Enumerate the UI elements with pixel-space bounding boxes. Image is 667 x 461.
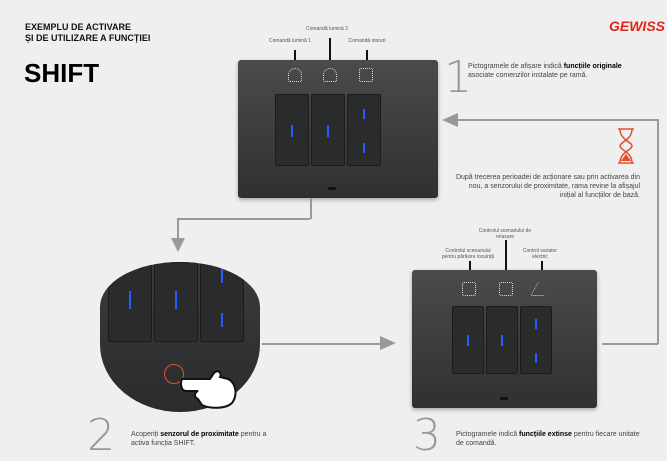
bulb-icon	[288, 68, 302, 82]
step-number-1: 1	[444, 52, 472, 103]
proximity-sensor	[328, 187, 336, 190]
label-blinds: Comandă storuri	[348, 38, 386, 44]
control-panel-original	[238, 60, 438, 198]
sensor-highlight	[164, 364, 184, 384]
label-dimmer: Control variator electric	[522, 248, 558, 260]
hand-icon	[180, 370, 237, 409]
proximity-sensor	[500, 397, 508, 400]
hourglass-icon	[618, 128, 634, 164]
control-panel-extended	[412, 270, 597, 408]
scene-leave-key[interactable]	[452, 306, 484, 374]
step1-description: Pictogramele de afișare indică funcțiile…	[468, 63, 622, 79]
label-relax: Controlul scenariului de relaxare	[478, 228, 532, 240]
relax-scene-icon	[499, 282, 513, 296]
step2-description: Acoperiți senzorul de proximitate pentru…	[131, 431, 267, 447]
arrow-right-icon	[380, 336, 396, 350]
dimmer-icon	[529, 282, 553, 296]
dimmer-key[interactable]	[520, 306, 552, 374]
light-2-key[interactable]	[311, 94, 345, 166]
light-1-key[interactable]	[275, 94, 309, 166]
step-number-3: 3	[413, 410, 441, 461]
bulb-icon	[323, 68, 337, 82]
heading-line-1: EXEMPLU DE ACTIVARE	[25, 22, 132, 32]
label-light-1: Comandă lumină 1	[269, 38, 311, 44]
leave-home-icon	[462, 282, 476, 296]
blinds-key[interactable]	[347, 94, 381, 166]
heading-line-2: ȘI DE UTILIZARE A FUNCȚIEI	[25, 33, 151, 43]
sensor-closeup	[100, 262, 260, 412]
label-light-2: Comandă lumină 2	[306, 26, 348, 32]
blinds-icon	[359, 68, 373, 82]
function-title: SHIFT	[24, 58, 100, 88]
step-number-2: 2	[87, 410, 115, 461]
label-leave-home: Controlul scenariului pentru părăsire lo…	[441, 248, 495, 260]
arrow-down-icon	[171, 238, 185, 252]
scene-relax-key[interactable]	[486, 306, 518, 374]
timeout-description: După trecerea perioadei de acționare sau…	[455, 174, 640, 199]
step3-description: Pictogramele indică funcțiile extinse pe…	[456, 431, 640, 447]
arrow-left-icon	[442, 113, 458, 127]
brand-logo: GEWISS	[608, 18, 665, 34]
